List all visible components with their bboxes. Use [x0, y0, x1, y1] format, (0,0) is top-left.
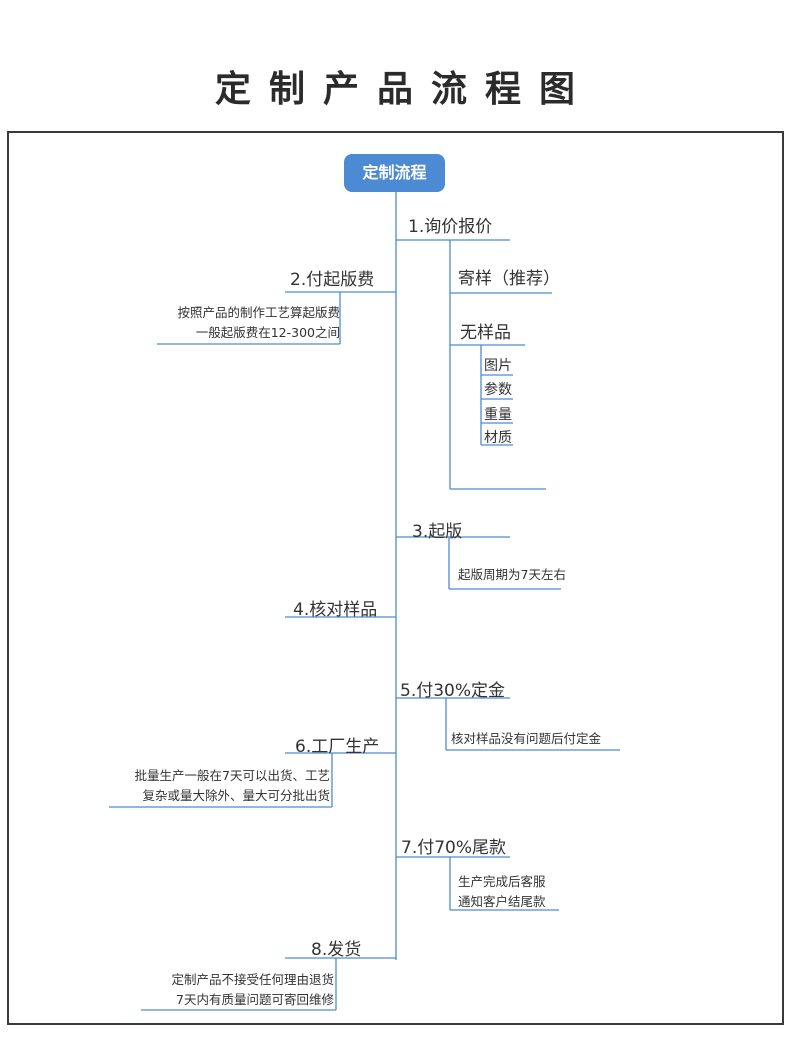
- step-4-label: 4.核对样品: [293, 600, 378, 620]
- step-2-note-line: 一般起版费在12-300之间: [195, 325, 340, 340]
- step-7-note: 生产完成后客服 通知客户结尾款: [458, 872, 546, 912]
- step-3-label: 3.起版: [412, 522, 463, 542]
- step-7-note-line: 通知客户结尾款: [458, 894, 546, 909]
- step-6-note-line: 批量生产一般在7天可以出货、工艺: [134, 768, 330, 783]
- step-7-note-line: 生产完成后客服: [458, 874, 546, 889]
- root-node: 定制流程: [344, 154, 445, 192]
- step-6-note: 批量生产一般在7天可以出货、工艺 复杂或量大除外、量大可分批出货: [100, 766, 330, 806]
- step-2-label: 2.付起版费: [290, 270, 375, 290]
- step-1-label: 1.询价报价: [408, 217, 493, 237]
- diagram-frame: [7, 131, 784, 1025]
- no-sample-label: 无样品: [460, 323, 511, 343]
- step-6-note-line: 复杂或量大除外、量大可分批出货: [142, 788, 330, 803]
- no-sample-item-image: 图片: [484, 358, 512, 374]
- step-8-note-line: 7天内有质量问题可寄回维修: [176, 992, 334, 1007]
- step-5-note: 核对样品没有问题后付定金: [451, 731, 602, 746]
- step-8-note: 定制产品不接受任何理由退货 7天内有质量问题可寄回维修: [120, 970, 334, 1010]
- no-sample-item-params: 参数: [484, 382, 512, 398]
- step-8-label: 8.发货: [311, 940, 362, 960]
- no-sample-item-weight: 重量: [484, 407, 512, 423]
- step-7-label: 7.付70%尾款: [401, 838, 507, 858]
- page-title: 定制产品流程图: [214, 69, 593, 110]
- send-sample-label: 寄样（推荐）: [458, 269, 560, 289]
- no-sample-item-material: 材质: [484, 430, 512, 446]
- step-2-note: 按照产品的制作工艺算起版费 一般起版费在12-300之间: [140, 303, 340, 343]
- step-2-note-line: 按照产品的制作工艺算起版费: [177, 305, 340, 320]
- step-3-note: 起版周期为7天左右: [458, 567, 566, 582]
- step-8-note-line: 定制产品不接受任何理由退货: [171, 972, 334, 987]
- step-6-label: 6.工厂生产: [295, 737, 380, 757]
- step-5-label: 5.付30%定金: [400, 681, 506, 701]
